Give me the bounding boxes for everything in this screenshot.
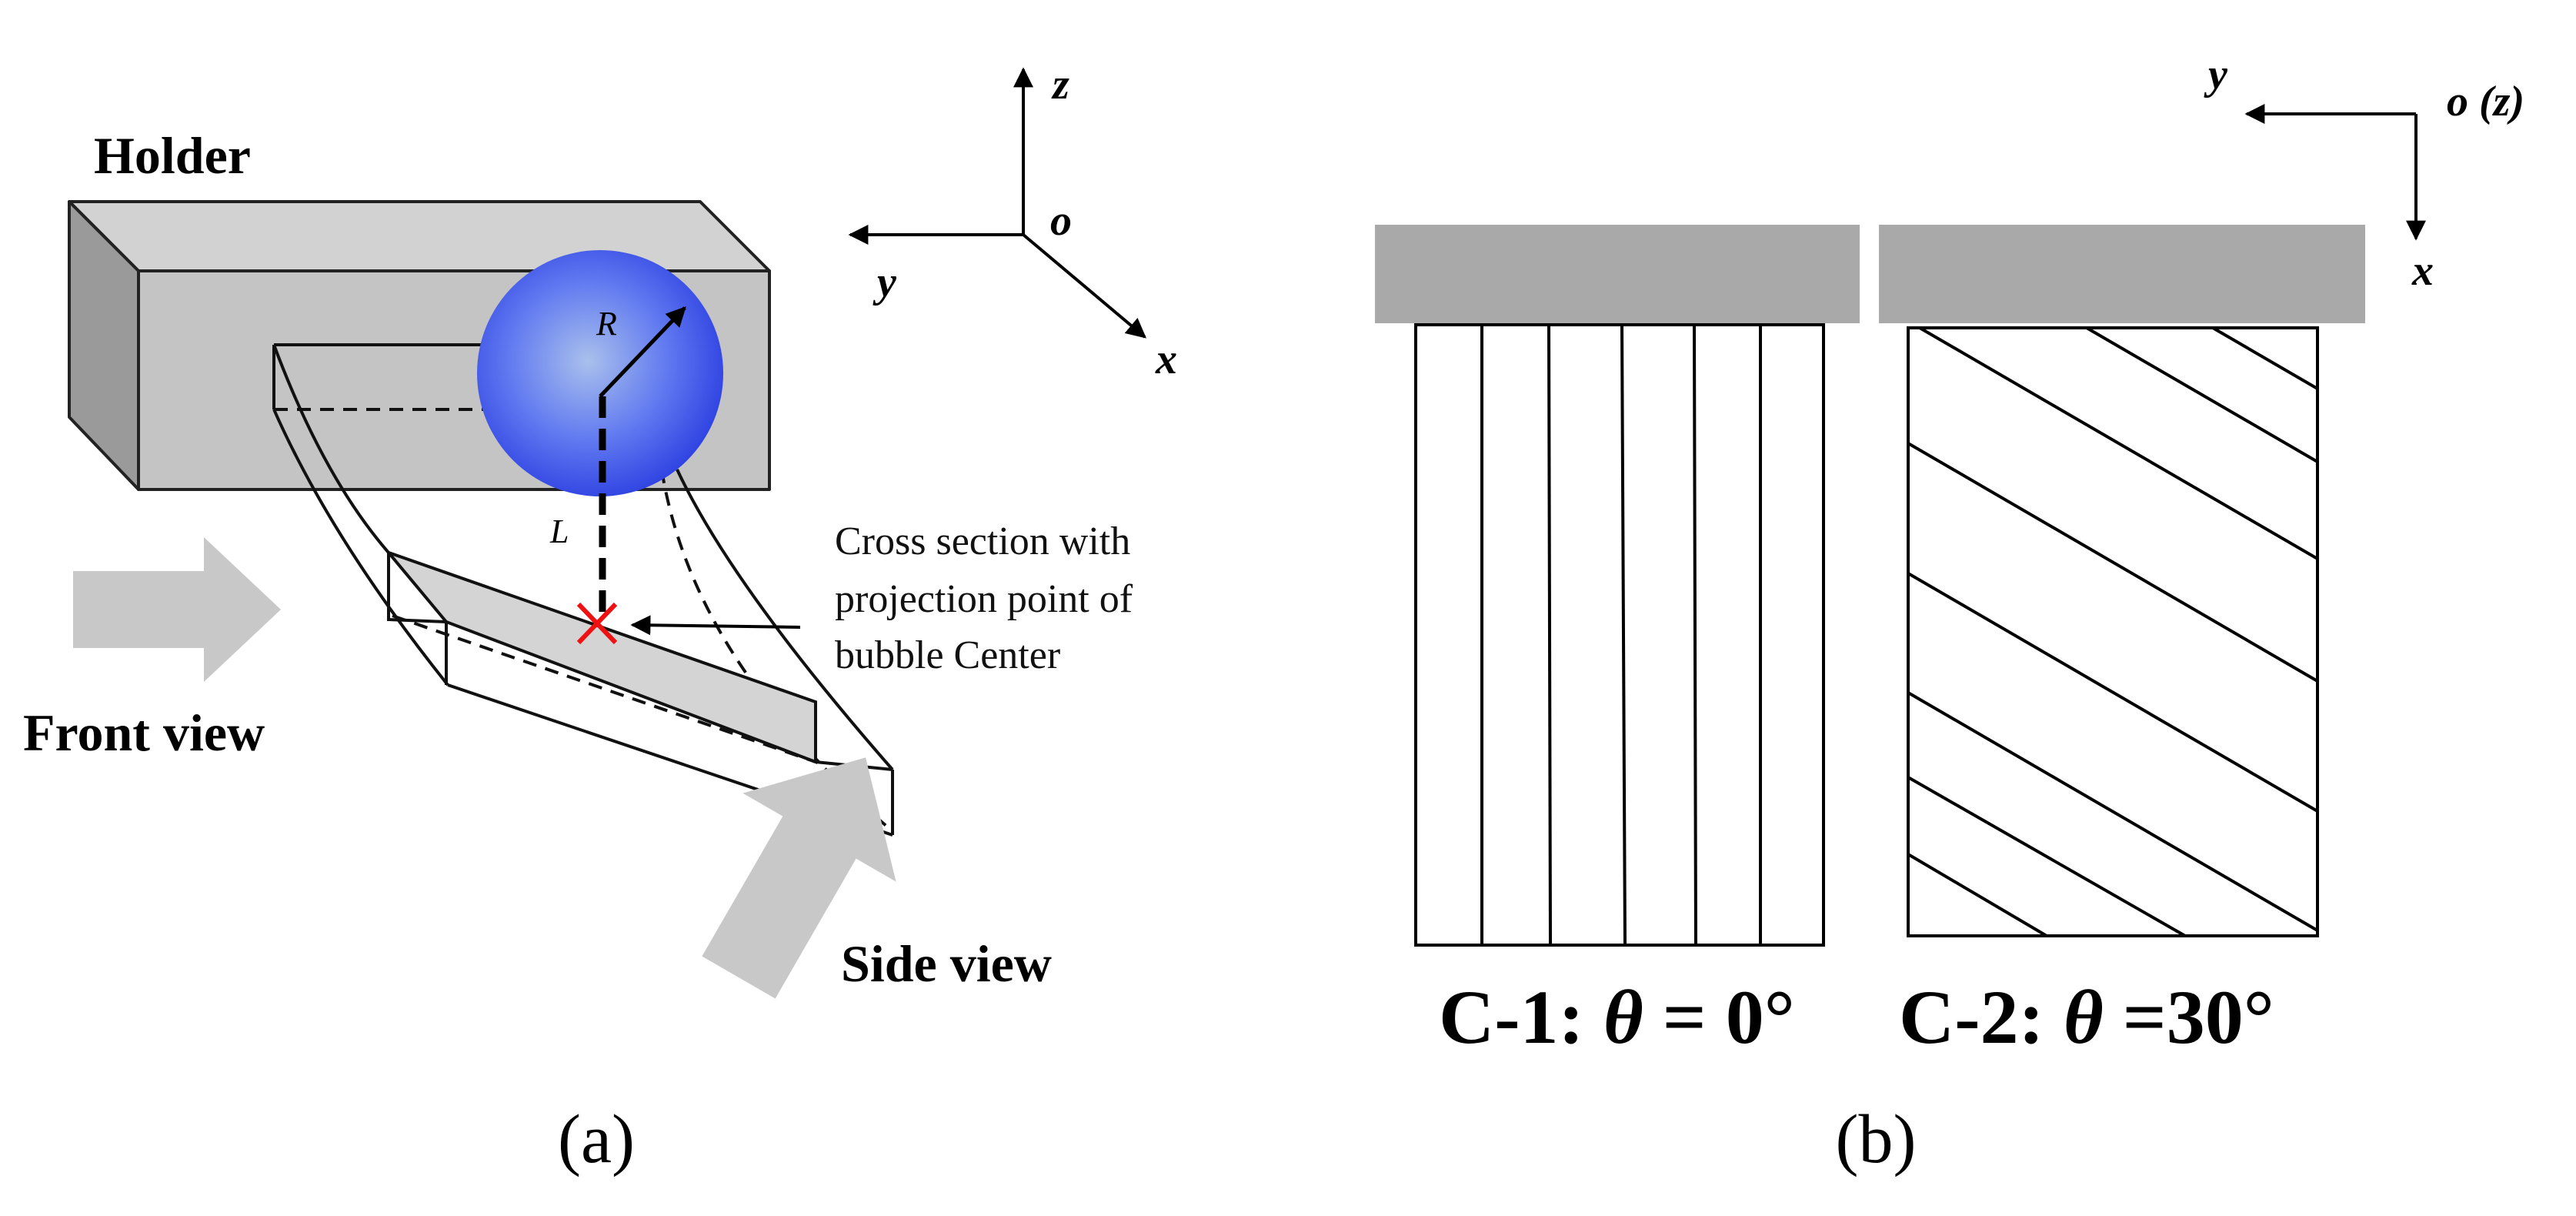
label-c2-theta: θ xyxy=(2064,974,2104,1060)
label-c2-value: =30° xyxy=(2104,974,2274,1060)
label-c2: C-2: θ =30° xyxy=(1899,974,2274,1060)
projection-marker xyxy=(576,602,618,645)
label-c1: C-1: θ = 0° xyxy=(1439,974,1795,1060)
caption-b: (b) xyxy=(1836,1101,1917,1178)
specimen-c1 xyxy=(1414,323,1825,947)
callout-arrow xyxy=(630,615,801,636)
side-view-arrow xyxy=(702,757,896,999)
axis-origin-label: o xyxy=(1050,197,1072,245)
front-view-label: Front view xyxy=(23,703,265,762)
plate-curve-back xyxy=(272,344,390,554)
cross-section-plane xyxy=(383,549,817,764)
panel-b: y o (z) x xyxy=(1375,51,2524,1178)
axis-x-label-b: x xyxy=(2411,247,2434,295)
specimen-c2-fibers xyxy=(1907,326,2319,937)
label-c1-prefix: C-1: xyxy=(1439,974,1603,1060)
label-c1-value: = 0° xyxy=(1643,974,1795,1060)
caption-a: (a) xyxy=(558,1101,635,1178)
plate-curve-hidden xyxy=(660,469,894,833)
specimen-c1-outline xyxy=(1414,323,1825,947)
front-view-arrow xyxy=(73,537,281,682)
radius-arrow xyxy=(599,306,686,398)
callout-line-2: projection point of xyxy=(835,577,1133,621)
plate-curve-right xyxy=(676,469,894,771)
specimen-c2-outline xyxy=(1907,326,2319,937)
callout-line-1: Cross section with xyxy=(835,519,1130,563)
side-view-label: Side view xyxy=(841,934,1052,993)
panel-a: R L Cross section with projection point … xyxy=(23,61,1177,1178)
axis-x-label: x xyxy=(1155,336,1177,383)
plate-curve-front xyxy=(272,409,449,687)
bubble xyxy=(477,250,723,496)
axis-origin-label-b: o (z) xyxy=(2447,78,2524,125)
callout-line-3: bubble Center xyxy=(835,633,1060,677)
holder-top-face xyxy=(68,200,771,272)
axis-y-label: y xyxy=(873,259,897,306)
label-c1-theta: θ xyxy=(1603,974,1643,1060)
holder-c2 xyxy=(1879,225,2365,323)
length-label: L xyxy=(549,513,569,550)
holder-c1 xyxy=(1375,225,1860,323)
specimen-c1-fibers xyxy=(1480,324,1762,946)
x-axis xyxy=(1022,233,1146,339)
axes-a xyxy=(848,67,1146,339)
specimen-c2 xyxy=(1907,326,2319,937)
callout-text: Cross section with projection point of b… xyxy=(835,519,1143,677)
axis-z-label: z xyxy=(1051,61,1069,109)
cross-section-hidden-edge xyxy=(392,614,816,763)
label-c2-prefix: C-2: xyxy=(1899,974,2064,1060)
cross-section xyxy=(383,549,893,771)
axis-y-label-b: y xyxy=(2204,51,2228,99)
radius-label: R xyxy=(596,305,617,342)
axes-b xyxy=(2244,104,2426,241)
holder-label: Holder xyxy=(94,126,251,185)
cross-section-left xyxy=(387,553,447,623)
